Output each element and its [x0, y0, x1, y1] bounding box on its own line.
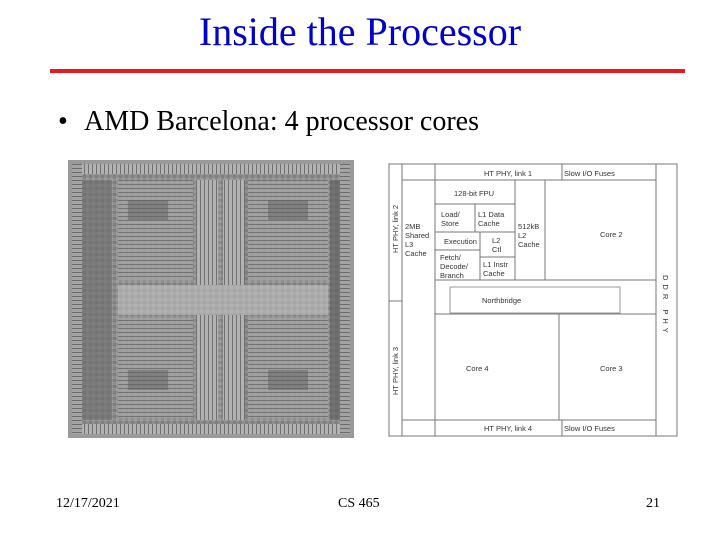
l3-line-2: Shared — [405, 231, 429, 240]
l3-line-4: Cache — [405, 249, 427, 258]
ht-link-3-label: HT PHY, link 3 — [391, 347, 400, 395]
core-4-label: Core 4 — [466, 364, 489, 373]
bullet-item: • AMD Barcelona: 4 processor cores — [58, 104, 479, 140]
l2-ctl-line-2: Ctl — [492, 245, 502, 254]
fetch-line-3: Branch — [440, 271, 464, 280]
ht-link-2-label: HT PHY, link 2 — [391, 205, 400, 253]
l2-cache-line-3: Cache — [518, 240, 540, 249]
l1-data-line-1: L1 Data — [478, 210, 505, 219]
title-divider — [50, 69, 685, 73]
die-photo — [68, 160, 354, 438]
slide-title: Inside the Processor — [198, 9, 522, 54]
ddr-phy-label: DDR PHY — [661, 275, 670, 337]
l2-cache-line-1: 512kB — [518, 222, 539, 231]
core-2-label: Core 2 — [600, 230, 623, 239]
execution-label: Execution — [444, 237, 477, 246]
l3-line-1: 2MB — [405, 222, 420, 231]
footer-page-number: 21 — [646, 496, 660, 511]
bullet-text: AMD Barcelona: 4 processor cores — [84, 106, 479, 137]
footer-course: CS 465 — [338, 496, 380, 511]
top-fuses-label: Slow I/O Fuses — [564, 169, 615, 178]
l1-instr-line-2: Cache — [483, 269, 505, 278]
l1-data-line-2: Cache — [478, 219, 500, 228]
footer-date: 12/17/2021 — [56, 496, 120, 511]
load-store-line-2: Store — [441, 219, 459, 228]
core-3-label: Core 3 — [600, 364, 623, 373]
l2-cache-line-2: L2 — [518, 231, 526, 240]
load-store-line-1: Load/ — [441, 210, 461, 219]
bottom-fuses-label: Slow I/O Fuses — [564, 424, 615, 433]
l1-instr-line-1: L1 Instr — [483, 260, 509, 269]
bullet-marker: • — [58, 106, 68, 137]
fetch-line-2: Decode/ — [440, 262, 469, 271]
fpu-label: 128-bit FPU — [454, 189, 494, 198]
l3-line-3: L3 — [405, 240, 413, 249]
northbridge-label: Northbridge — [482, 296, 521, 305]
l2-ctl-line-1: L2 — [492, 236, 500, 245]
ht-link-1-label: HT PHY, link 1 — [484, 169, 532, 178]
ht-link-4-label: HT PHY, link 4 — [484, 424, 532, 433]
floorplan-diagram: HT PHY, link 1 Slow I/O Fuses HT PHY, li… — [388, 163, 678, 438]
fetch-line-1: Fetch/ — [440, 253, 462, 262]
